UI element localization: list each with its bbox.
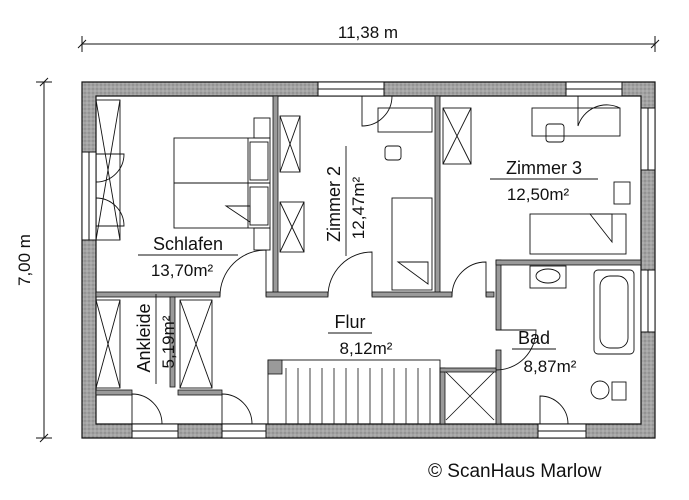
stair-treads: [267, 359, 495, 424]
room-zimmer3-area: 12,50m²: [507, 185, 570, 204]
copyright-notice: © ScanHaus Marlow: [428, 461, 602, 482]
room-ankleide-name: Ankleide: [134, 303, 154, 372]
height-label: 7,00 m: [15, 234, 34, 286]
room-schlafen-area: 13,70m²: [151, 261, 214, 280]
room-bad-area: 8,87m²: [524, 357, 577, 376]
room-flur-area: 8,12m²: [340, 339, 393, 358]
room-zimmer3-name: Zimmer 3: [506, 158, 582, 178]
room-flur-name: Flur: [335, 312, 366, 332]
width-label: 11,38 m: [338, 23, 398, 42]
windows: [81, 81, 656, 439]
furniture: [95, 99, 635, 425]
width-dimension: [77, 36, 660, 52]
height-dimension: [36, 77, 52, 443]
interior-walls: [95, 95, 642, 425]
room-zimmer2-name: Zimmer 2: [324, 166, 344, 242]
door-swings: [95, 95, 621, 425]
room-ankleide-area: 5,19m²: [159, 315, 178, 368]
room-zimmer2-area: 12,47m²: [349, 176, 368, 239]
room-schlafen-name: Schlafen: [153, 234, 223, 254]
room-bad-name: Bad: [518, 328, 550, 348]
